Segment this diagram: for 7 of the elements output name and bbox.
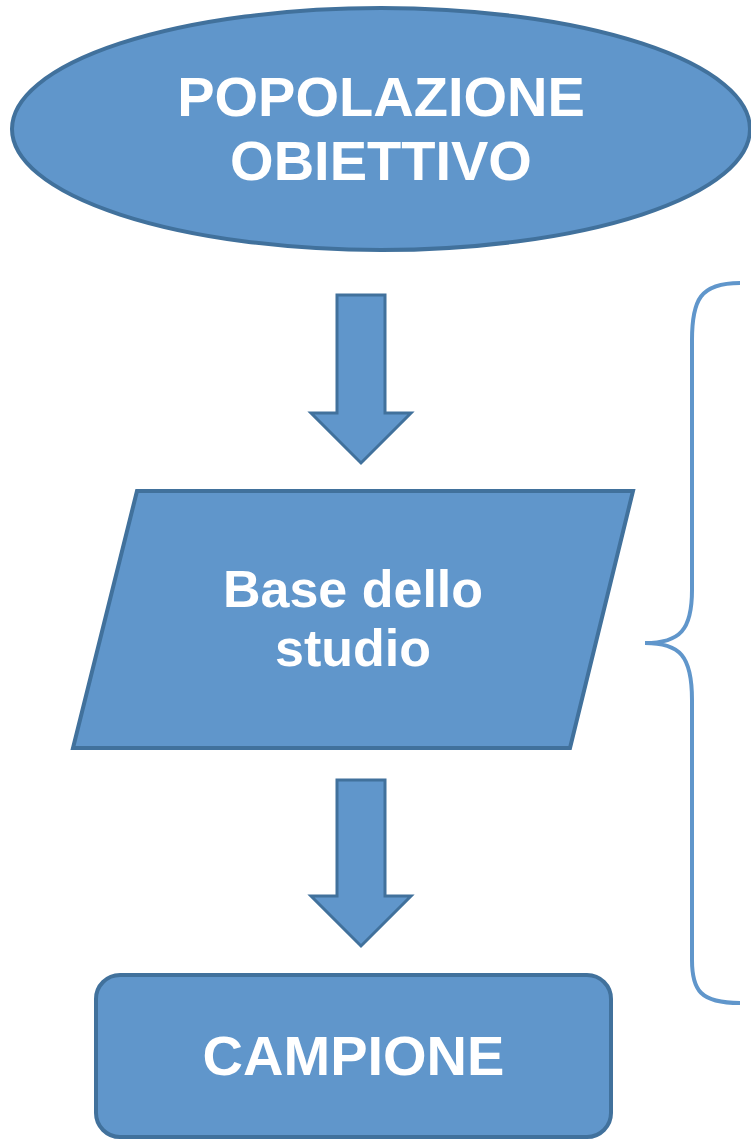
node-label: CAMPIONE	[201, 1023, 506, 1089]
node-label: Base dello studio	[221, 559, 485, 680]
block-arrow	[307, 778, 415, 949]
rounded-box-node	[96, 975, 611, 1137]
block-arrow	[307, 293, 415, 466]
node-label: POPOLAZIONE OBIETTIVO	[176, 64, 586, 194]
parallelogram-node	[73, 491, 633, 748]
